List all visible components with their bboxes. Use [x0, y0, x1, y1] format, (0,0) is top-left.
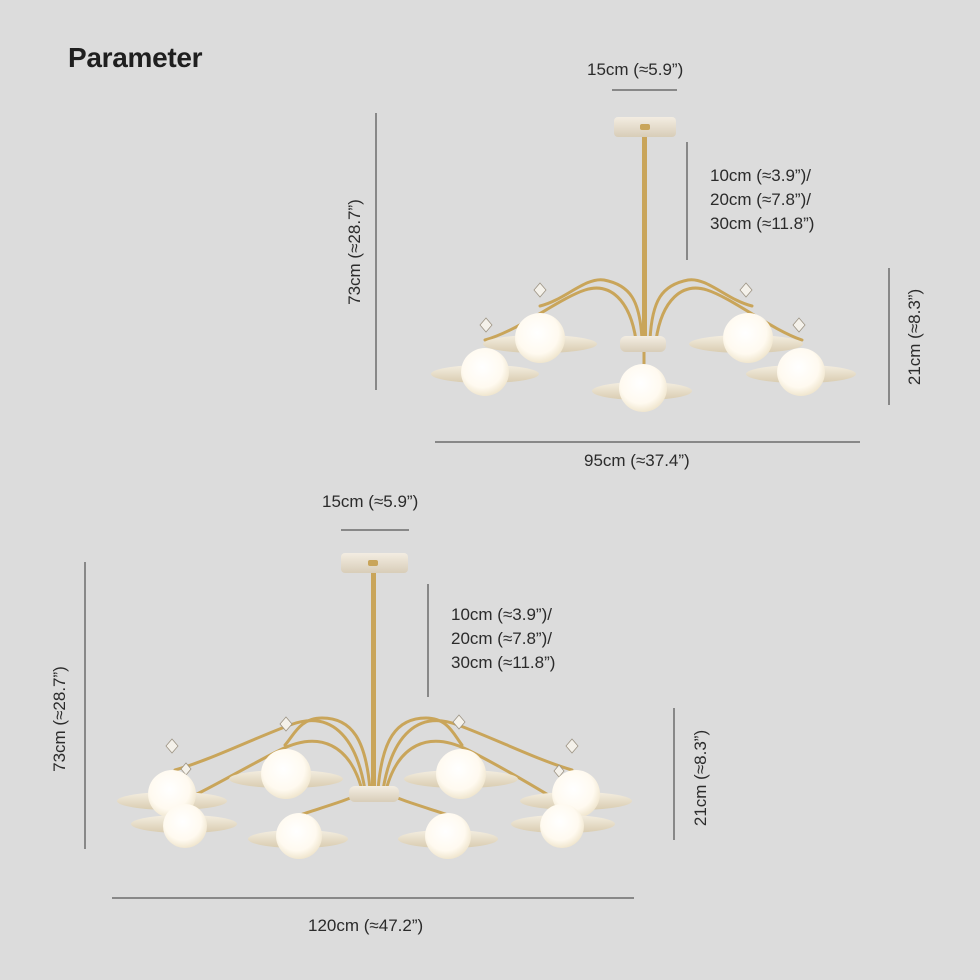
rod-length-label: 10cm (≈3.9”)/ 20cm (≈7.8”)/ 30cm (≈11.8”… [710, 164, 814, 236]
rod-length-option: 30cm (≈11.8”) [710, 214, 815, 233]
rod [371, 573, 376, 788]
lamp [404, 749, 518, 799]
canopy-width-label: 15cm (≈5.9”) [322, 492, 419, 511]
lamp [398, 813, 498, 859]
lamp [511, 804, 615, 848]
total-height-label: 73cm (≈28.7”) [345, 199, 364, 305]
body-height-label: 21cm (≈8.3”) [905, 288, 924, 386]
lamp [483, 313, 597, 363]
lamp [592, 364, 692, 412]
rod-length-option: 20cm (≈7.8”)/ [451, 629, 552, 648]
fixture-top [375, 89, 890, 443]
rod-length-option: 10cm (≈3.9”)/ [451, 605, 552, 624]
lamp [746, 348, 856, 396]
lamp [131, 804, 237, 848]
lamp [689, 313, 803, 363]
rod-length-label: 10cm (≈3.9”)/ 20cm (≈7.8”)/ 30cm (≈11.8”… [451, 603, 555, 675]
rod-length-option: 30cm (≈11.8”) [451, 653, 556, 672]
hub [349, 786, 399, 802]
page-title: Parameter [68, 42, 203, 73]
lamp [248, 813, 348, 859]
rod [642, 137, 647, 340]
lamp [229, 749, 343, 799]
rod-length-option: 20cm (≈7.8”)/ [710, 190, 811, 209]
canopy-width-label: 15cm (≈5.9”) [587, 60, 684, 79]
fixture-bottom [84, 529, 675, 899]
overall-width-label: 95cm (≈37.4”) [584, 451, 690, 470]
total-height-label: 73cm (≈28.7”) [50, 666, 69, 772]
rod-length-option: 10cm (≈3.9”)/ [710, 166, 811, 185]
hub [620, 336, 666, 352]
overall-width-label: 120cm (≈47.2”) [308, 916, 424, 935]
body-height-label: 21cm (≈8.3”) [691, 729, 710, 827]
lamp [431, 348, 539, 396]
